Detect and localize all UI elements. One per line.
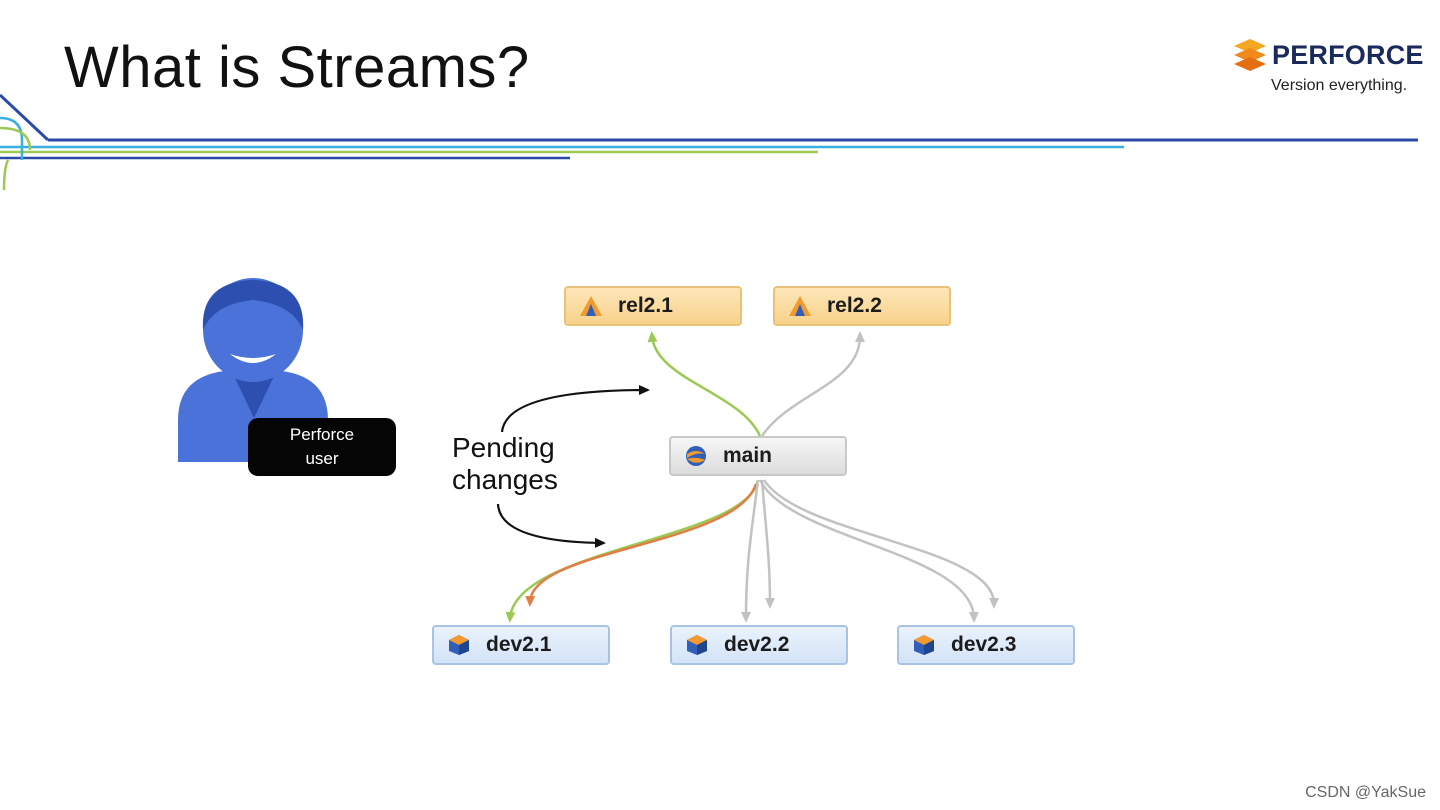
- development-stream-icon: [911, 632, 937, 658]
- stream-node-dev23[interactable]: dev2.3: [897, 625, 1075, 665]
- pending-arrow-down: [496, 503, 606, 548]
- header-rules: [0, 93, 1418, 191]
- merge-line-main-dev23: [758, 479, 979, 623]
- stream-node-label: dev2.1: [486, 633, 552, 656]
- stream-node-label: rel2.1: [618, 294, 673, 317]
- merge-line-main-dev21: [505, 479, 760, 623]
- stream-node-label: main: [723, 444, 773, 467]
- merge-line-main-rel22: [760, 331, 865, 437]
- copy-line-dev22-main: [760, 479, 775, 609]
- slide-title: What is Streams?: [64, 35, 530, 100]
- stream-node-label: dev2.3: [951, 633, 1017, 656]
- stream-node-dev22[interactable]: dev2.2: [670, 625, 848, 665]
- stream-node-label: dev2.2: [724, 633, 790, 656]
- perforce-logo: PERFORCE Version everything.: [1232, 38, 1424, 100]
- perforce-logo-icon: [1234, 39, 1266, 71]
- stream-node-rel22[interactable]: rel2.2: [773, 286, 951, 326]
- release-stream-icon: [578, 293, 604, 319]
- copy-line-dev21-main: [525, 483, 758, 607]
- pending-arrow-up: [500, 385, 650, 433]
- merge-line-main-rel21: [647, 331, 762, 437]
- stream-node-dev21[interactable]: dev2.1: [432, 625, 610, 665]
- pending-changes-label: Pending changes: [452, 432, 558, 495]
- copy-line-dev23-main: [762, 479, 999, 609]
- mainline-stream-icon: [683, 443, 709, 469]
- development-stream-icon: [446, 632, 472, 658]
- stream-node-rel21[interactable]: rel2.1: [564, 286, 742, 326]
- user-badge: Perforce user: [248, 418, 396, 476]
- watermark: CSDN @YakSue: [1305, 784, 1426, 801]
- stream-node-label: rel2.2: [827, 294, 882, 317]
- user-avatar-icon: [178, 278, 328, 462]
- stream-node-main[interactable]: main: [669, 436, 847, 476]
- release-stream-icon: [787, 293, 813, 319]
- logo-wordmark: PERFORCE: [1272, 40, 1424, 70]
- merge-line-main-dev22: [741, 479, 760, 623]
- logo-tagline: Version everything.: [1271, 77, 1408, 94]
- development-stream-icon: [684, 632, 710, 658]
